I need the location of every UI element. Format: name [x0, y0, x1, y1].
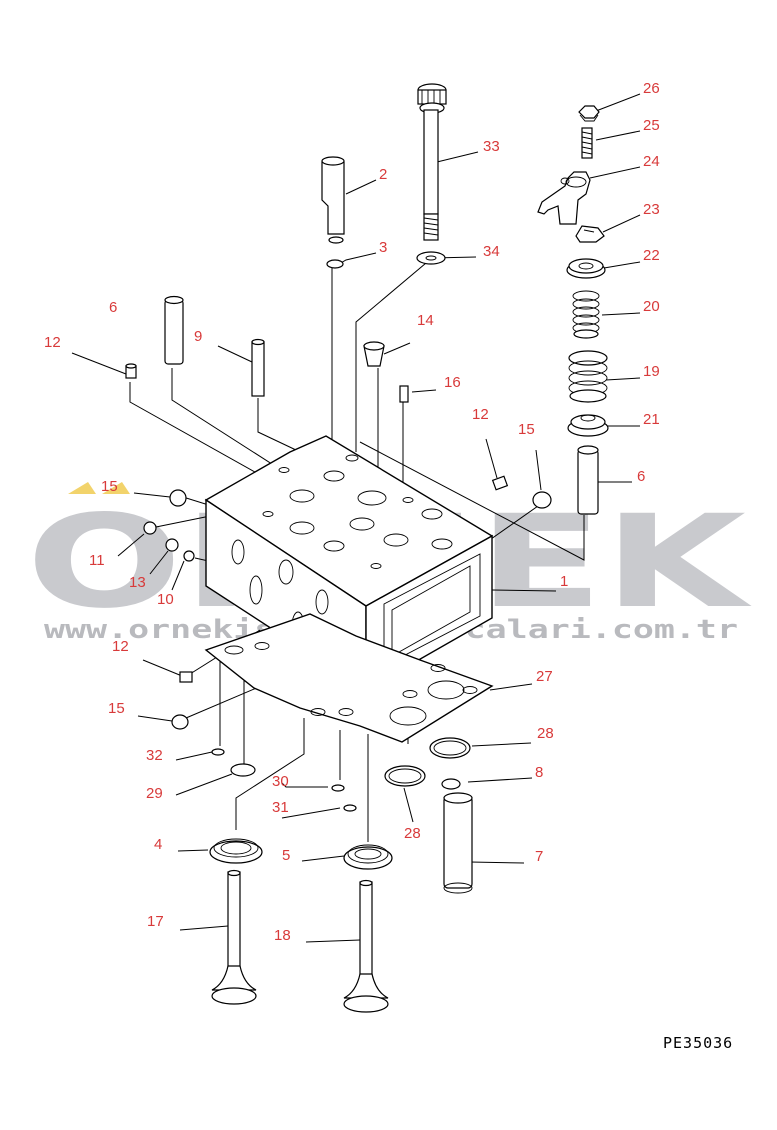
callout-24: 24 [643, 153, 660, 170]
callout-15-right: 15 [518, 421, 535, 438]
callout-21: 21 [643, 411, 660, 428]
o-ring-28-mid [384, 765, 426, 787]
callout-28-mid: 28 [404, 825, 421, 842]
seal-8 [441, 778, 461, 790]
valve-seat-insert-5 [343, 844, 393, 870]
callout-29: 29 [146, 785, 163, 802]
callout-34: 34 [483, 243, 500, 260]
callout-12-bottom: 12 [112, 638, 129, 655]
leader-lines [71, 93, 641, 943]
plug-10 [183, 550, 195, 562]
valve-guide-6-left [164, 295, 184, 365]
head-bolt-33 [417, 83, 447, 241]
plug-15-right [532, 491, 552, 509]
callout-15-left: 15 [101, 478, 118, 495]
callout-18: 18 [274, 927, 291, 944]
callout-20: 20 [643, 298, 660, 315]
callout-7: 7 [535, 848, 543, 865]
plug-12-top [125, 363, 137, 379]
plug-13 [165, 538, 179, 552]
callout-16: 16 [444, 374, 461, 391]
plug-15-bottom [171, 714, 189, 730]
callout-6-left: 6 [109, 299, 117, 316]
sleeve-14 [363, 341, 385, 367]
injector-tube-7 [443, 792, 473, 894]
retainer-clip-23 [575, 225, 605, 243]
pin-16 [399, 385, 409, 403]
washer-34 [416, 251, 446, 265]
plug-12-bottom [179, 671, 193, 683]
callout-17: 17 [147, 913, 164, 930]
plug-11 [143, 521, 157, 535]
callout-12-top: 12 [44, 334, 61, 351]
plug-12-right [491, 475, 509, 491]
exhaust-valve-18 [343, 879, 389, 1013]
adjust-screw-25 [581, 127, 593, 159]
callout-10: 10 [157, 591, 174, 608]
o-ring-3 [326, 259, 344, 269]
washer-32 [211, 748, 225, 756]
callout-19: 19 [643, 363, 660, 380]
callout-33: 33 [483, 138, 500, 155]
callout-3: 3 [379, 239, 387, 256]
callout-32: 32 [146, 747, 163, 764]
callout-5: 5 [282, 847, 290, 864]
outer-valve-spring-19 [568, 350, 608, 403]
callout-11: 11 [89, 552, 105, 569]
callout-23: 23 [643, 201, 660, 218]
callout-1: 1 [560, 573, 568, 590]
callout-28-right: 28 [537, 725, 554, 742]
valve-guide-6-right [577, 445, 599, 515]
callout-12-right: 12 [472, 406, 489, 423]
spring-seat-21 [567, 414, 609, 437]
callout-9: 9 [194, 328, 202, 345]
adjust-nut-26 [578, 105, 600, 122]
dowel-pin-9 [251, 338, 265, 397]
callout-4: 4 [154, 836, 162, 853]
head-gasket-27 [204, 613, 494, 743]
callout-8: 8 [535, 764, 543, 781]
callout-labels: 26 25 24 23 22 20 19 21 6 33 34 2 3 6 9 … [44, 80, 660, 944]
o-ring-29 [230, 763, 256, 777]
valve-seat-insert-4 [209, 838, 263, 864]
inner-valve-spring-20 [572, 290, 600, 339]
rocker-arm-24 [537, 171, 591, 225]
callout-26: 26 [643, 80, 660, 97]
washer-31 [343, 804, 357, 812]
callout-2: 2 [379, 166, 387, 183]
callout-6-right: 6 [637, 468, 645, 485]
callout-15-bottom: 15 [108, 700, 125, 717]
injector-sleeve-2 [321, 156, 345, 244]
valve-train-stack [537, 105, 609, 515]
spring-retainer-22 [566, 258, 606, 279]
plug-15-left [169, 489, 187, 507]
drawing-code: PE35036 [663, 1034, 733, 1052]
washer-30 [331, 784, 345, 792]
callout-31: 31 [272, 799, 289, 816]
callout-13: 13 [129, 574, 146, 591]
o-ring-28-right [429, 737, 471, 759]
callout-22: 22 [643, 247, 660, 264]
callout-14: 14 [417, 312, 434, 329]
callout-30: 30 [272, 773, 289, 790]
intake-valve-17 [211, 869, 257, 1005]
callout-27: 27 [536, 668, 553, 685]
watermark-accent-mark [102, 482, 130, 494]
callout-25: 25 [643, 117, 660, 134]
watermark-accent-mark [68, 482, 96, 494]
